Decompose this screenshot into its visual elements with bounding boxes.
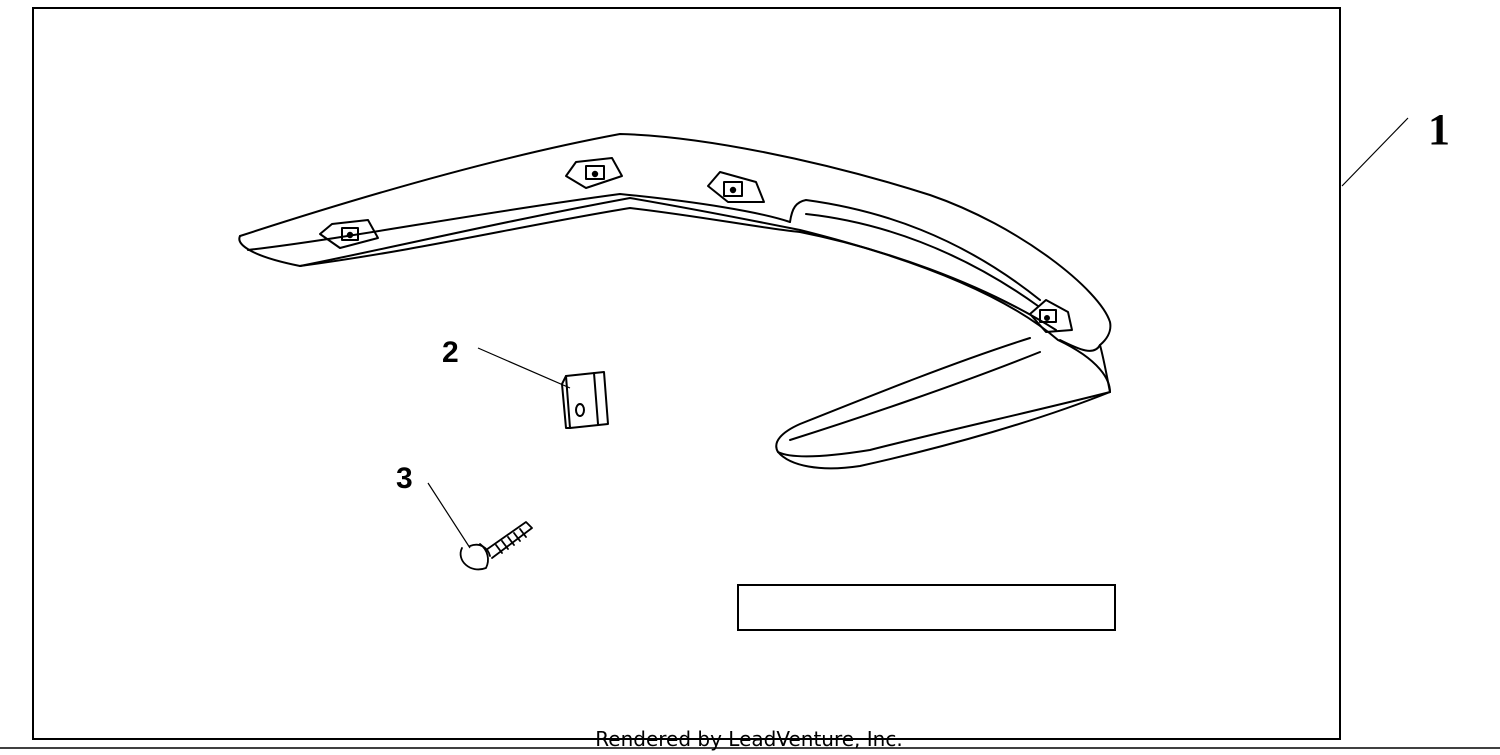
footer-credit: Rendered by LeadVenture, Inc. [595,727,902,751]
callout-3: 3 [396,462,413,495]
callout-1: 1 [1428,105,1450,154]
leader-line-1 [1341,117,1409,187]
part-3-screw-illustration [459,521,533,571]
part-2-clip-illustration [561,371,609,429]
leader-line-3 [427,482,471,549]
leader-line-2 [477,347,571,389]
diagram-frame [32,7,1341,740]
part-1-garnish-illustration [238,133,1112,470]
tab-2 [565,157,623,189]
tab-1 [319,219,379,249]
tab-3 [707,171,765,203]
callout-2: 2 [442,336,459,369]
tab-4 [1029,299,1073,333]
label-strip [737,584,1116,631]
